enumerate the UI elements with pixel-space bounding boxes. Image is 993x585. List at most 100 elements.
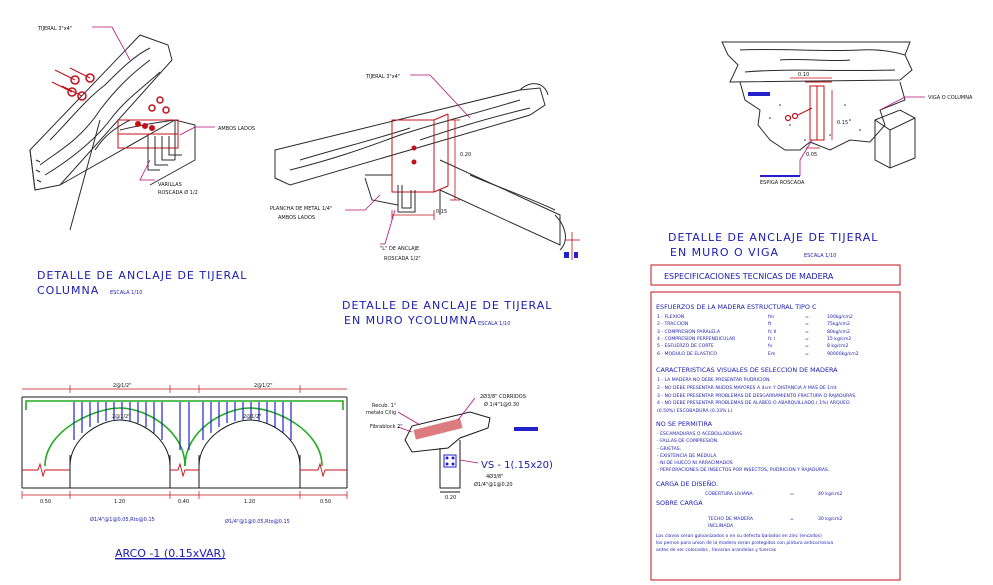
dim-0-15: 0.15 [436, 209, 447, 215]
vs-leaders [397, 397, 479, 464]
esf-6-val: 90000kg/cm2 [827, 351, 859, 357]
label-tijeral: TIJERAL 3"x4" [37, 26, 72, 32]
note-2: los pernos para union de la madera seran… [656, 540, 833, 546]
espiga-bar [760, 175, 800, 177]
dim-bottom-4: 1.20 [244, 499, 255, 505]
wall-3 [739, 81, 916, 169]
vs-corridos: 2Ø3/8" CORRIDOS [480, 393, 526, 400]
vs-bot-2: Ø1/4"@1@0.20 [474, 481, 513, 488]
esf-1-val: 100kg/cm2 [827, 314, 853, 320]
dim-bottom-3: 0.40 [178, 499, 189, 505]
esf-4-name: 4 - COMPRESION PERPENDICULAR [657, 336, 736, 342]
vs-section: Recub. 1" metalo C/lig Fibrablock 2" 2Ø3… [366, 393, 553, 501]
scale-columna: ESCALA 1/10 [110, 290, 142, 296]
esf-5-val: 8 kg/cm2 [827, 343, 849, 349]
bolt-shafts [51, 67, 91, 97]
section-marker-2 [574, 252, 578, 258]
bolt-heads [67, 73, 170, 131]
arco-intrados [69, 419, 301, 467]
wall-dots [769, 104, 861, 141]
esf-4-eq: = [805, 337, 809, 342]
title-muro-col-line2: EN MURO YCOLUMNA [344, 314, 477, 327]
dim-0-05: 0.05 [806, 152, 817, 158]
vs-metalo: metalo C/lig [366, 410, 396, 416]
sobrecarga-title: SOBRE CARGA [656, 499, 703, 507]
sobrecarga-name: TECHO DE MADERA [707, 516, 754, 522]
dim-bottom-1: 0.50 [40, 499, 51, 505]
arco-dim-lines [21, 385, 348, 499]
caracteristicas-title: CARACTERISTICAS VISUALES DE SELECCION DE… [656, 366, 838, 374]
car-1: 1 - LA MADERA NO DEBE PRESENTAR PUDRICIO… [657, 377, 770, 383]
anchor-3 [805, 81, 832, 141]
specs-header-box [650, 264, 901, 286]
esf-3-sym: fc II [768, 329, 776, 335]
break-marks [22, 462, 347, 478]
arco-beam [21, 396, 348, 489]
carga-title: CARGA DE DISEÑO. [656, 479, 718, 488]
np-1: - ESCAMADURAS O ACEBOLLADURAS [657, 431, 742, 437]
title-muro-viga-line2: EN MURO O VIGA [670, 246, 779, 259]
esf-1-eq: = [805, 315, 809, 320]
vs-slab [404, 411, 491, 493]
vs-corridos-2: Ø 1/4"1@0.30 [484, 401, 519, 408]
vs-fibra: Fibrablock 2" [370, 424, 403, 430]
np-6: - PERFORACIONES DE INSECTOS POR INSECTOS… [657, 467, 829, 473]
esf-1-name: 1 - FLEXION [657, 314, 684, 320]
threaded-rods [147, 136, 182, 171]
scale-muro-viga: ESCALA 1/10 [804, 253, 836, 259]
detail-columna: TIJERAL 3"x4" AMBOS LADOS VARILLAS ROSCA… [29, 26, 255, 297]
anchor-u [364, 174, 416, 213]
label-varillas-roscada: ROSCADA Ø 1/2 [158, 189, 198, 196]
esfuerzos-table: 1 - FLEXION fm = 100kg/cm2 2 - TRACCION … [657, 314, 859, 357]
vs-title: VS - 1(.15x20) [481, 460, 553, 471]
carga-val: 40 kg/cm2 [818, 491, 842, 497]
title-muro-col-line1: DETALLE DE ANCLAJE DE TIJERAL [342, 299, 552, 312]
esf-5-eq: = [805, 344, 809, 349]
esf-5-sym: fv [768, 343, 773, 349]
label-u-anclaje: "L" DE ANCLAJE [380, 246, 419, 252]
stirrups-right: Ø1/4"@1@0.05,Rto@0.15 [225, 518, 290, 525]
vs-recub: Recub. 1" [372, 403, 396, 409]
caracteristicas-list: 1 - LA MADERA NO DEBE PRESENTAR PUDRICIO… [657, 377, 857, 414]
specs-panel: ESPECIFICACIONES TECNICAS DE MADERA ESFU… [650, 264, 901, 581]
title-columna-line1: DETALLE DE ANCLAJE DE TIJERAL [37, 269, 247, 282]
esf-4-val: 15 kg/cm2 [827, 336, 851, 342]
section-bar-3 [748, 92, 770, 96]
sobrecarga-val: 30 kg/cm2 [818, 516, 842, 522]
notes: Los clavos seran galvanizados o en su de… [656, 533, 833, 553]
label-espiga: ESPIGA ROSCADA [760, 180, 805, 186]
np-2: - FALLAS DE COMPRESION. [657, 438, 719, 444]
title-columna-line2: COLUMNA [37, 284, 99, 297]
np-5: - NI DE HUECO NI ARRACIMADOS [657, 460, 733, 466]
label-varillas: VARILLAS [158, 182, 182, 188]
carga-name: COBERTURA LIVIANA [705, 491, 754, 497]
esf-2-sym: ft [768, 321, 772, 327]
esf-6-name: 6 - MODULO DE ELASTICO [657, 351, 717, 357]
arco-elevation: 2@1/2" 2@1/2" 2@1/2" 2@1/2" 0.50 1.20 0.… [21, 383, 348, 560]
label-plancha-ambos: AMBOS LADOS [278, 215, 315, 221]
label-viga-columna: VIGA O COLUMNA [928, 95, 973, 101]
note-1: Los clavos seran galvanizados o en su de… [656, 533, 822, 539]
dim-bottom-5: 0.50 [320, 499, 331, 505]
scale-muro-col: ESCALA 1/10 [478, 321, 510, 327]
leaders-col [92, 26, 215, 181]
car-4: 4 - NO DEBE PRESENTAR PROBLEMAS DE ALABE… [657, 400, 850, 406]
title-muro-viga-line1: DETALLE DE ANCLAJE DE TIJERAL [668, 231, 878, 244]
specs-header: ESPECIFICACIONES TECNICAS DE MADERA [664, 272, 834, 281]
rafter-wood [29, 34, 173, 191]
leaders-3 [799, 96, 925, 176]
car-2: 2 - NO DEBE PRESENTAR NUDOS MAYORES A 4c… [657, 385, 837, 391]
detail-muro-viga: VIGA O COLUMNA ESPIGA ROSCADA 0.10 0.15 … [668, 41, 973, 259]
sobrecarga-eq: = [790, 517, 794, 522]
leaders-2 [345, 74, 471, 245]
dim-mid-left: 2@1/2" [112, 414, 131, 420]
specs-body-box [650, 291, 901, 581]
vs-dim: 0.20 [445, 495, 456, 501]
bolt-3 [784, 107, 813, 122]
arco-rebar [25, 400, 344, 467]
esf-6-eq: = [805, 352, 809, 357]
car-3: 3 - NO DEBE PRESENTAR PROBLEMAS DE DESGA… [657, 393, 857, 399]
beam-wood-3 [721, 41, 913, 83]
label-tijeral-2: TIJERAL 3"x4" [365, 74, 400, 80]
esf-5-name: 5 - ESFUERZO DE CORTE [657, 343, 714, 349]
